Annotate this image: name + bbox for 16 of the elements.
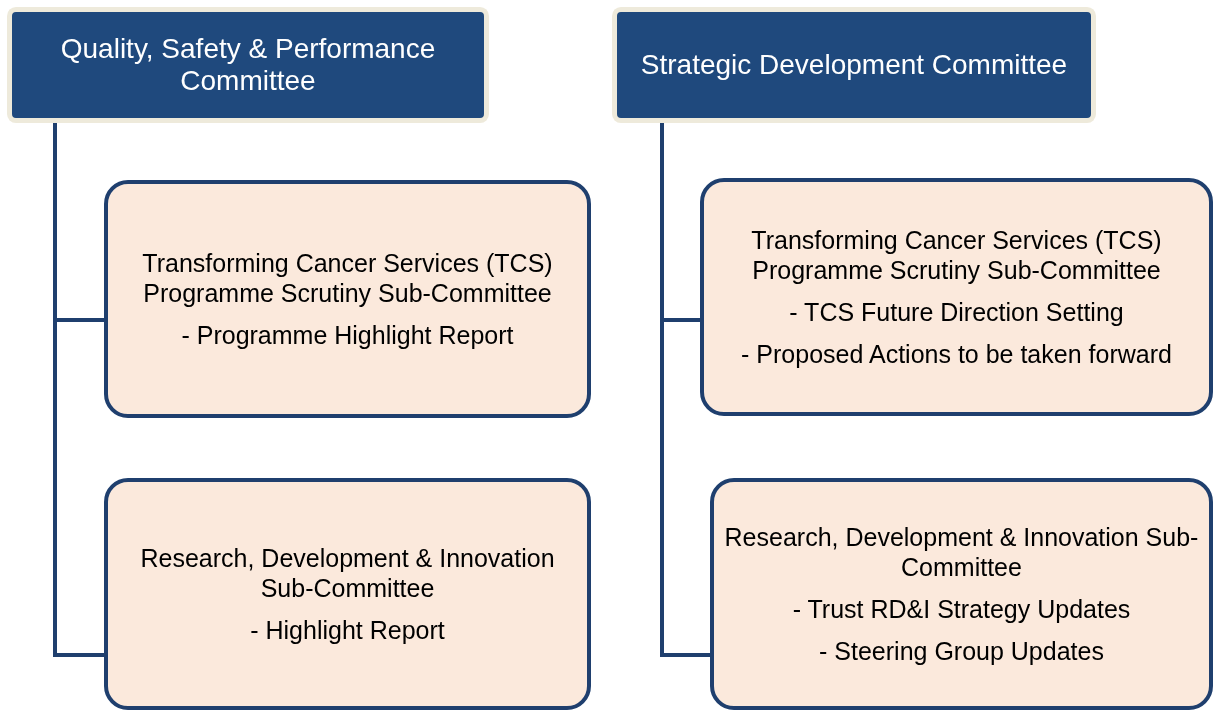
box-item: - Proposed Actions to be taken forward [741,339,1172,369]
box-item: - Steering Group Updates [819,636,1104,666]
sub-committee-box [700,178,1213,416]
box-item: - Programme Highlight Report [181,320,514,350]
box-title: Quality, Safety & Performance Committee [59,32,437,98]
box-title: Strategic Development Committee [640,48,1068,82]
box-item: - Trust RD&I Strategy Updates [792,594,1131,624]
box-title: Research, Development & Innovation Sub-Committee [139,543,556,603]
sub-committee-box [104,180,591,418]
box-title: Transforming Cancer Services (TCS) Programme Scrutiny Sub-Committee [141,248,554,308]
box-title: Transforming Cancer Services (TCS) Programme Scrutiny Sub-Committee [750,225,1163,285]
sub-committee-box [104,478,591,710]
box-title: Research, Development & Innovation Sub-Committee [723,522,1200,582]
sub-committee-box [710,478,1213,710]
box-item: - TCS Future Direction Setting [789,297,1124,327]
box-item: - Highlight Report [250,615,445,645]
